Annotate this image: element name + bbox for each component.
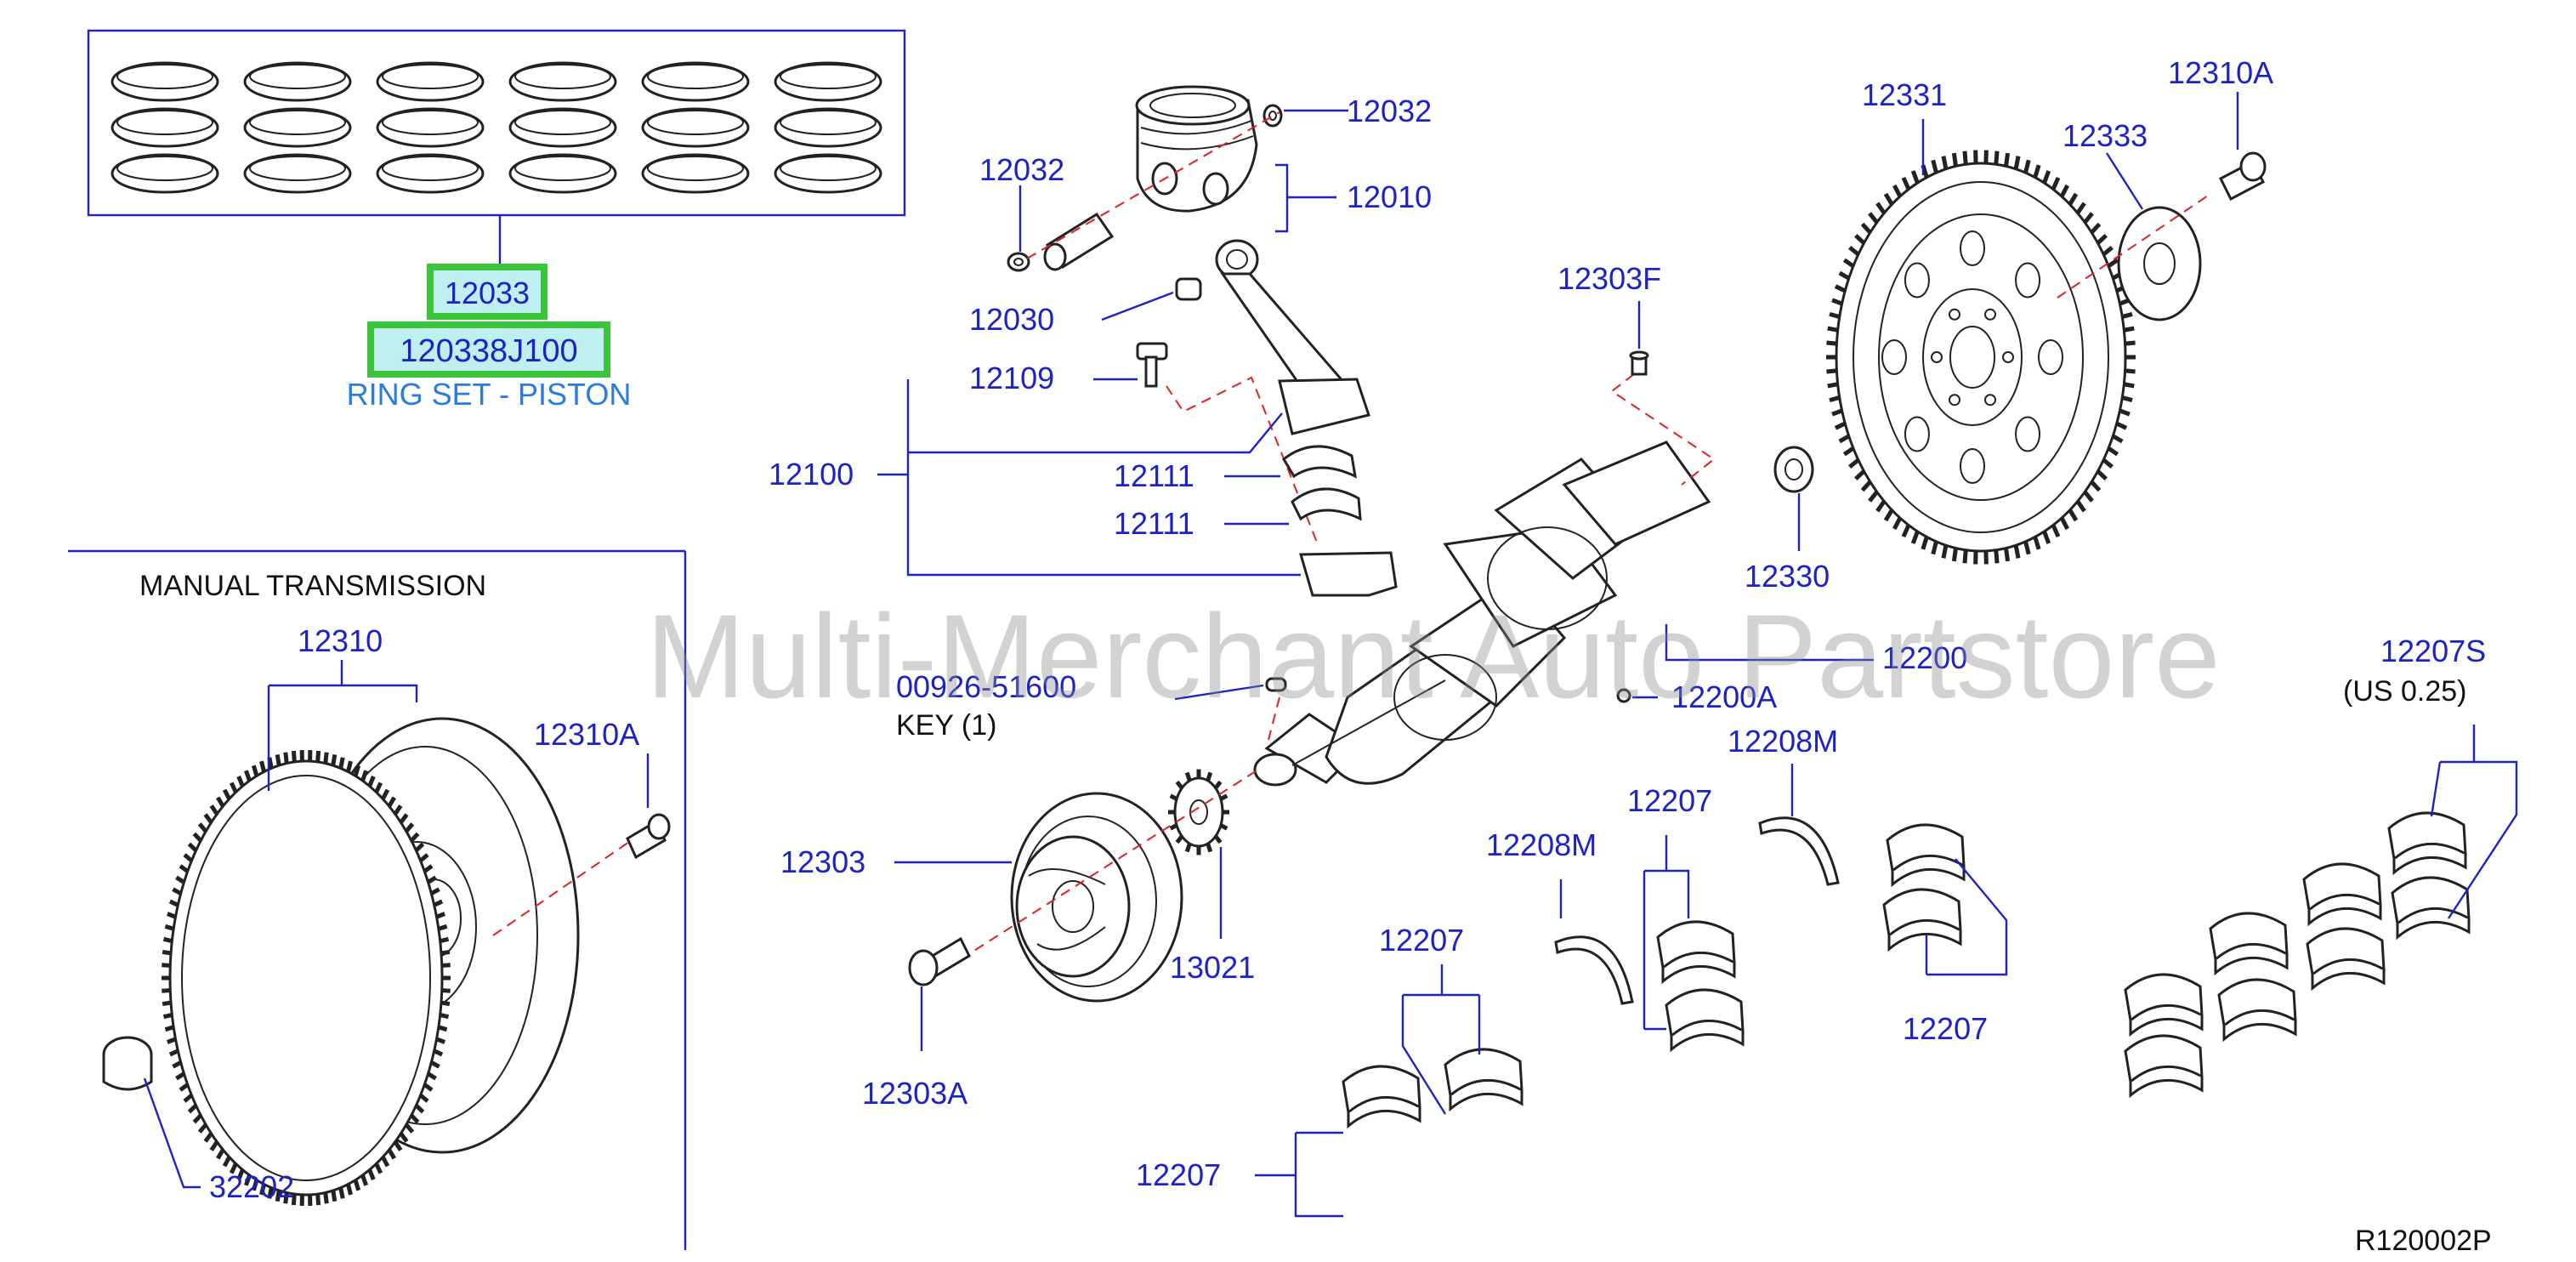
ring-set-part-number[interactable]: 120338J100: [400, 333, 577, 369]
callout-12207-b[interactable]: 12207: [1379, 923, 1464, 958]
callout-12310A-mt[interactable]: 12310A: [534, 717, 639, 752]
drive-plate-bolt: [2219, 151, 2267, 202]
ring-set-description: RING SET - PISTON: [347, 377, 632, 412]
crankshaft-illustration: [1253, 441, 1711, 787]
callout-12200[interactable]: 12200: [1882, 640, 1967, 675]
diagram-id: R120002P: [2355, 1225, 2492, 1257]
callout-12032-right[interactable]: 12032: [1347, 94, 1432, 128]
crank-sprocket-illustration: [1168, 769, 1229, 856]
piston-ring-stack: [774, 61, 882, 194]
callout-12207S[interactable]: 12207S: [2380, 634, 2486, 668]
bearing-shell: [1882, 888, 1962, 952]
piston-pin-bushing: [1175, 277, 1202, 301]
manual-flywheel-illustration: [162, 717, 580, 1206]
drive-plate-reinforcement: [2117, 206, 2202, 321]
callout-12100[interactable]: 12100: [769, 457, 854, 492]
conrod-cap: [1299, 551, 1398, 597]
callout-12111-lower[interactable]: 12111: [1114, 506, 1194, 541]
ring-set-ref-callout[interactable]: 12033: [427, 264, 548, 320]
ring-set-part-number-callout[interactable]: 120338J100: [367, 321, 610, 378]
connecting-rod: [1215, 239, 1370, 435]
piston-ring-stack: [508, 61, 617, 194]
callout-12208M-left[interactable]: 12208M: [1486, 827, 1597, 862]
bearing-shell: [1665, 988, 1745, 1053]
callout-12200A[interactable]: 12200A: [1671, 679, 1777, 714]
ring-set-ref-label[interactable]: 12033: [445, 276, 530, 310]
callout-12331[interactable]: 12331: [1862, 77, 1947, 112]
callout-13021[interactable]: 13021: [1170, 950, 1255, 985]
callout-12010[interactable]: 12010: [1347, 179, 1432, 214]
woodruff-key-description: KEY (1): [896, 709, 996, 742]
callout-12207-d[interactable]: 12207: [1903, 1011, 1988, 1046]
callout-12303A[interactable]: 12303A: [862, 1076, 967, 1111]
piston-ring-stack: [376, 61, 485, 194]
main-bearing-shells: [1342, 811, 2471, 1129]
piston-pin: [1043, 212, 1115, 271]
manual-transmission-title: MANUAL TRANSMISSION: [139, 570, 486, 602]
bearing-shell: [1656, 920, 1736, 985]
pilot-converter: [102, 1036, 153, 1091]
store-watermark: Multi-Merchant Auto Partstore: [646, 589, 2221, 723]
callout-12109[interactable]: 12109: [969, 361, 1054, 395]
bearing-shell: [2209, 912, 2289, 976]
thrust-washer-left: [1554, 935, 1634, 1005]
callout-12207-a[interactable]: 12207: [1136, 1157, 1221, 1192]
bearing-shell: [2306, 927, 2386, 992]
bearing-shell: [1342, 1065, 1421, 1129]
callout-00926-51600[interactable]: 00926-51600: [896, 669, 1076, 704]
callout-12303F[interactable]: 12303F: [1558, 261, 1661, 296]
callout-12032-left[interactable]: 12032: [979, 152, 1064, 187]
leader-lines: [143, 92, 2518, 1218]
woodruff-key: [1265, 677, 1287, 692]
bearing-shell: [2391, 876, 2471, 941]
bearing-shell: [2124, 973, 2204, 1037]
piston-ring-set-illustration: [87, 29, 906, 264]
bearing-shell: [1444, 1048, 1523, 1112]
callout-32202[interactable]: 32202: [209, 1169, 294, 1204]
bearing-shell: [2387, 811, 2467, 876]
conrod-bearing-upper: [1282, 445, 1362, 521]
piston-illustration: [1135, 85, 1258, 213]
callout-12333[interactable]: 12333: [2063, 118, 2148, 153]
manual-transmission-section: MANUAL TRANSMISSION: [68, 549, 687, 1250]
bearing-shell: [1886, 823, 1966, 888]
bearing-shell: [2302, 862, 2382, 927]
callout-12310[interactable]: 12310: [298, 623, 383, 658]
pilot-bushing: [1773, 446, 1814, 493]
piston-ring-stack: [243, 61, 352, 194]
main-bearing-undersize-note: (US 0.25): [2343, 675, 2467, 708]
callout-12030[interactable]: 12030: [969, 302, 1054, 337]
bearing-shell: [2124, 1034, 2204, 1099]
manual-flywheel-bolt: [626, 813, 671, 860]
piston-ring-stack: [111, 61, 219, 194]
crankshaft-plug: [1616, 688, 1631, 703]
callout-12207-c[interactable]: 12207: [1627, 783, 1712, 818]
callout-12208M-right[interactable]: 12208M: [1728, 724, 1838, 759]
thrust-washer-right: [1758, 816, 1840, 886]
bearing-shell: [2217, 978, 2297, 1043]
pilot-pin: [1629, 350, 1649, 376]
piston-pin-snap-ring-right: [1262, 104, 1283, 128]
pulley-bolt: [908, 936, 971, 986]
drive-plate-illustration: [1826, 150, 2136, 565]
callout-12111-upper[interactable]: 12111: [1114, 458, 1194, 493]
callout-12303[interactable]: 12303: [780, 844, 865, 879]
callout-12310A-at[interactable]: 12310A: [2168, 55, 2273, 90]
conrod-bolt: [1136, 342, 1168, 388]
piston-pin-snap-ring-left: [1007, 252, 1030, 272]
piston-ring-stack: [641, 61, 750, 194]
crank-pulley-illustration: [1010, 792, 1183, 1003]
callout-12330[interactable]: 12330: [1745, 559, 1830, 594]
